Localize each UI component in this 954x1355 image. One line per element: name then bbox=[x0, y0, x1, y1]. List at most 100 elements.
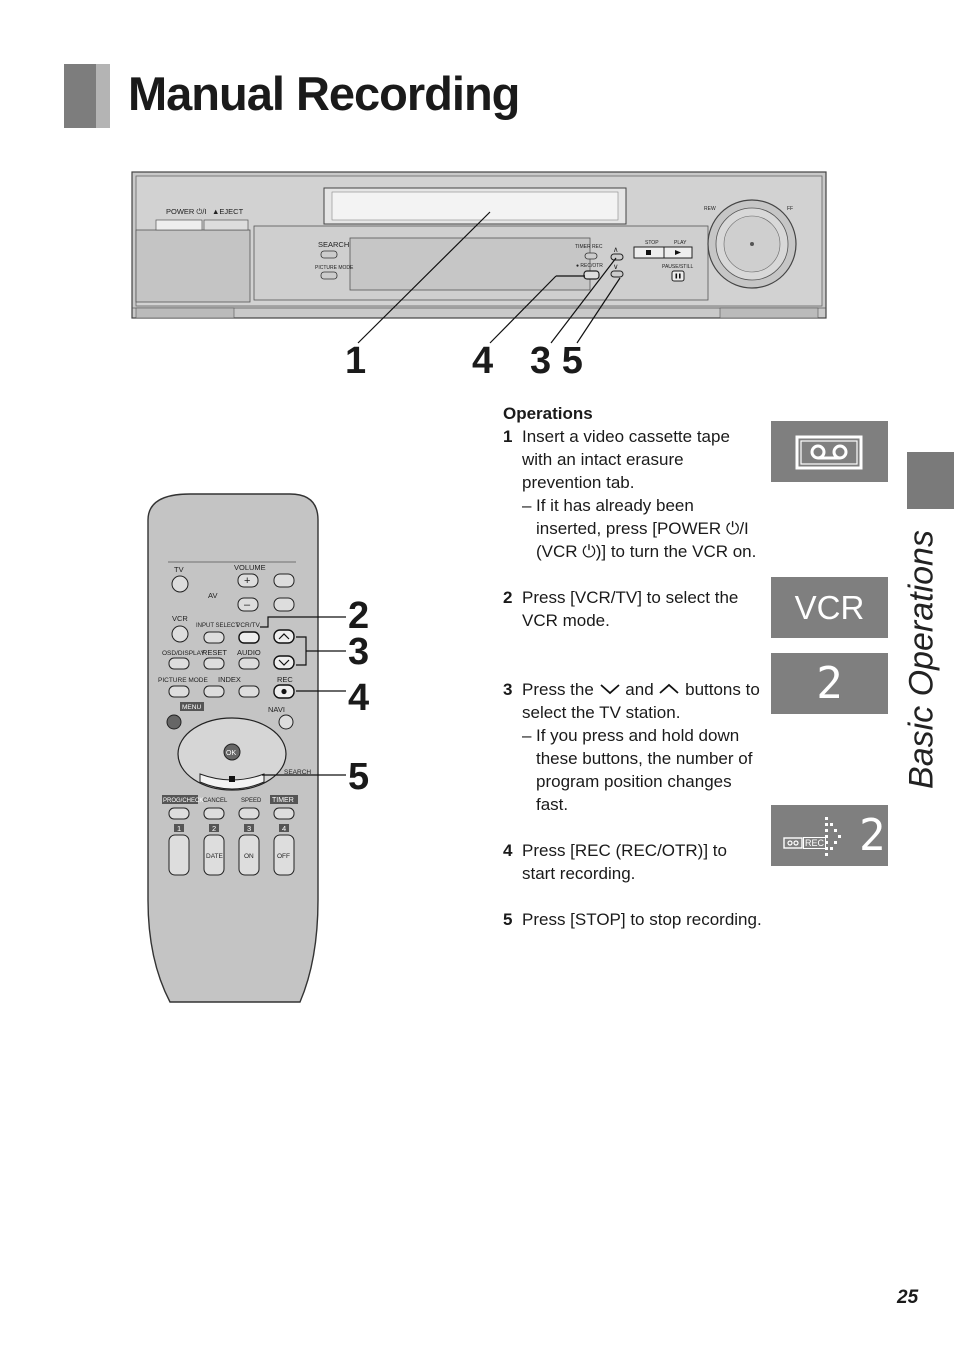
step-number: 4 bbox=[503, 841, 513, 860]
operations-heading: Operations bbox=[503, 404, 593, 423]
vcr-rec-otr-button[interactable] bbox=[583, 270, 600, 280]
display-channel: 2 bbox=[771, 653, 888, 714]
remote-progcheck-button[interactable] bbox=[168, 807, 190, 820]
remote-input-select-button[interactable] bbox=[203, 631, 225, 644]
remote-callout-2: 2 bbox=[348, 595, 370, 637]
remote-rocker-1[interactable] bbox=[168, 834, 190, 876]
chevron-up-icon bbox=[659, 683, 679, 694]
remote-rocker-off[interactable] bbox=[273, 834, 295, 876]
remote-channel-up-button-top[interactable] bbox=[273, 573, 295, 588]
remote-rec-label: REC bbox=[277, 675, 293, 684]
display-rec-channel: 2 bbox=[859, 810, 886, 861]
remote-av-label: AV bbox=[208, 591, 217, 600]
stop-icon bbox=[646, 250, 651, 255]
remote-audio-button[interactable] bbox=[238, 657, 260, 670]
step-5: 5 Press [STOP] to stop recording. bbox=[503, 908, 763, 931]
remote-off-label: OFF bbox=[277, 853, 290, 860]
vcr-search-button[interactable] bbox=[320, 250, 338, 259]
remote-osd-button[interactable] bbox=[168, 657, 190, 670]
display-cassette bbox=[771, 421, 888, 482]
operations-section: Operations 1 Insert a video cassette tap… bbox=[503, 402, 763, 931]
step-text: Insert a video cassette tape with an int… bbox=[522, 427, 730, 492]
remote-number-1: 1 bbox=[177, 824, 181, 833]
svg-text:–: – bbox=[244, 599, 251, 611]
remote-channel-down-button-top[interactable] bbox=[273, 597, 295, 612]
chevron-up-icon bbox=[278, 633, 290, 640]
remote-vcr-label: VCR bbox=[172, 614, 188, 623]
remote-timer-label: TIMER bbox=[272, 797, 294, 804]
vcr-callout-lines bbox=[357, 211, 621, 344]
vcr-eject-label: ▲EJECT bbox=[212, 207, 244, 216]
vcr-channel-up-button[interactable] bbox=[610, 253, 624, 261]
step-number: 1 bbox=[503, 427, 513, 446]
display-vcr-mode: VCR bbox=[771, 577, 888, 638]
remote-control: TV VOLUME + AV – VCR INPUT SELECT VCR/TV… bbox=[147, 493, 319, 1003]
remote-menu-button[interactable] bbox=[166, 714, 182, 730]
vcr-channel-down-button[interactable] bbox=[610, 270, 624, 278]
step-number: 3 bbox=[503, 680, 513, 699]
chevron-down-icon bbox=[599, 684, 620, 695]
display-recording: REC 2 bbox=[771, 805, 888, 866]
cassette-icon bbox=[783, 837, 803, 849]
remote-rocker-on[interactable] bbox=[238, 834, 260, 876]
vcr-pause-button[interactable] bbox=[671, 270, 685, 282]
vcr-pause-label: PAUSE/STILL bbox=[662, 264, 694, 270]
vcr-callout-4: 4 bbox=[472, 340, 494, 382]
step-text: buttons to select the TV station. bbox=[522, 680, 760, 722]
vcr-timer-rec-button[interactable] bbox=[584, 252, 598, 260]
remote-speed-button[interactable] bbox=[238, 807, 260, 820]
step-text: Press [STOP] to stop recording. bbox=[522, 910, 762, 929]
vcr-power-label: POWER ⏻/I bbox=[166, 207, 207, 216]
remote-ok-label: OK bbox=[226, 750, 236, 757]
vcr-front-panel: POWER ⏻/I ▲EJECT SEARCH PICTURE MODE TIM… bbox=[131, 171, 827, 319]
svg-text:∨: ∨ bbox=[613, 262, 619, 271]
vcr-rew-label: REW bbox=[704, 206, 716, 212]
remote-number-4: 4 bbox=[282, 824, 286, 833]
vcr-picture-mode-button[interactable] bbox=[320, 271, 338, 280]
cassette-icon bbox=[795, 435, 863, 470]
step-number: 5 bbox=[503, 910, 513, 929]
vcr-rec-otr-label: ● REC/OTR bbox=[576, 263, 603, 269]
remote-callout-5: 5 bbox=[348, 756, 370, 798]
step-2: 2 Press [VCR/TV] to select the VCR mode. bbox=[503, 586, 763, 632]
remote-search-label: SEARCH bbox=[284, 769, 311, 776]
remote-date-label: DATE bbox=[206, 853, 224, 860]
recording-arrow-icon bbox=[825, 817, 841, 856]
remote-timer-button[interactable] bbox=[273, 807, 295, 820]
remote-vcr-tv-label: VCR/TV bbox=[236, 622, 261, 629]
remote-vcr-tv-button[interactable] bbox=[238, 631, 260, 644]
remote-index-prev-button[interactable] bbox=[203, 685, 225, 698]
step-text: and bbox=[625, 680, 654, 699]
remote-picture-mode-button[interactable] bbox=[168, 685, 190, 698]
remote-navi-label: NAVI bbox=[268, 705, 285, 714]
remote-navi-button[interactable] bbox=[278, 714, 294, 730]
title-accent-dark bbox=[64, 64, 96, 128]
step-3: 3 Press the and buttons to select the TV… bbox=[503, 678, 763, 816]
chevron-down-icon bbox=[278, 659, 290, 666]
step-note: – If you press and hold down these butto… bbox=[522, 726, 753, 814]
vcr-play-label: PLAY bbox=[674, 240, 687, 246]
remote-input-select-label: INPUT SELECT bbox=[196, 623, 239, 629]
remote-tv-power-button[interactable] bbox=[171, 575, 189, 593]
remote-channel-up-button[interactable] bbox=[273, 629, 295, 644]
remote-picture-mode-label: PICTURE MODE bbox=[158, 677, 209, 684]
remote-number-2: 2 bbox=[212, 824, 216, 833]
page-title: Manual Recording bbox=[128, 67, 520, 120]
remote-channel-down-button[interactable] bbox=[273, 655, 295, 670]
title-accent-light bbox=[96, 64, 110, 128]
step-4: 4 Press [REC (REC/OTR)] to start recordi… bbox=[503, 839, 763, 885]
remote-progcheck-label: PROG/CHECK bbox=[163, 798, 203, 804]
svg-text:∧: ∧ bbox=[613, 245, 619, 254]
remote-index-next-button[interactable] bbox=[238, 685, 260, 698]
remote-cancel-button[interactable] bbox=[203, 807, 225, 820]
remote-volume-label: VOLUME bbox=[234, 563, 266, 572]
svg-text:+: + bbox=[244, 575, 250, 587]
remote-rocker-date[interactable] bbox=[203, 834, 225, 876]
remote-ok-button[interactable] bbox=[223, 743, 241, 761]
remote-reset-button[interactable] bbox=[203, 657, 225, 670]
remote-callout-lines bbox=[260, 616, 346, 776]
remote-vcr-power-button[interactable] bbox=[171, 625, 189, 643]
remote-volume-up-button[interactable] bbox=[237, 573, 259, 588]
remote-volume-down-button[interactable] bbox=[237, 597, 259, 612]
record-icon bbox=[281, 688, 287, 695]
